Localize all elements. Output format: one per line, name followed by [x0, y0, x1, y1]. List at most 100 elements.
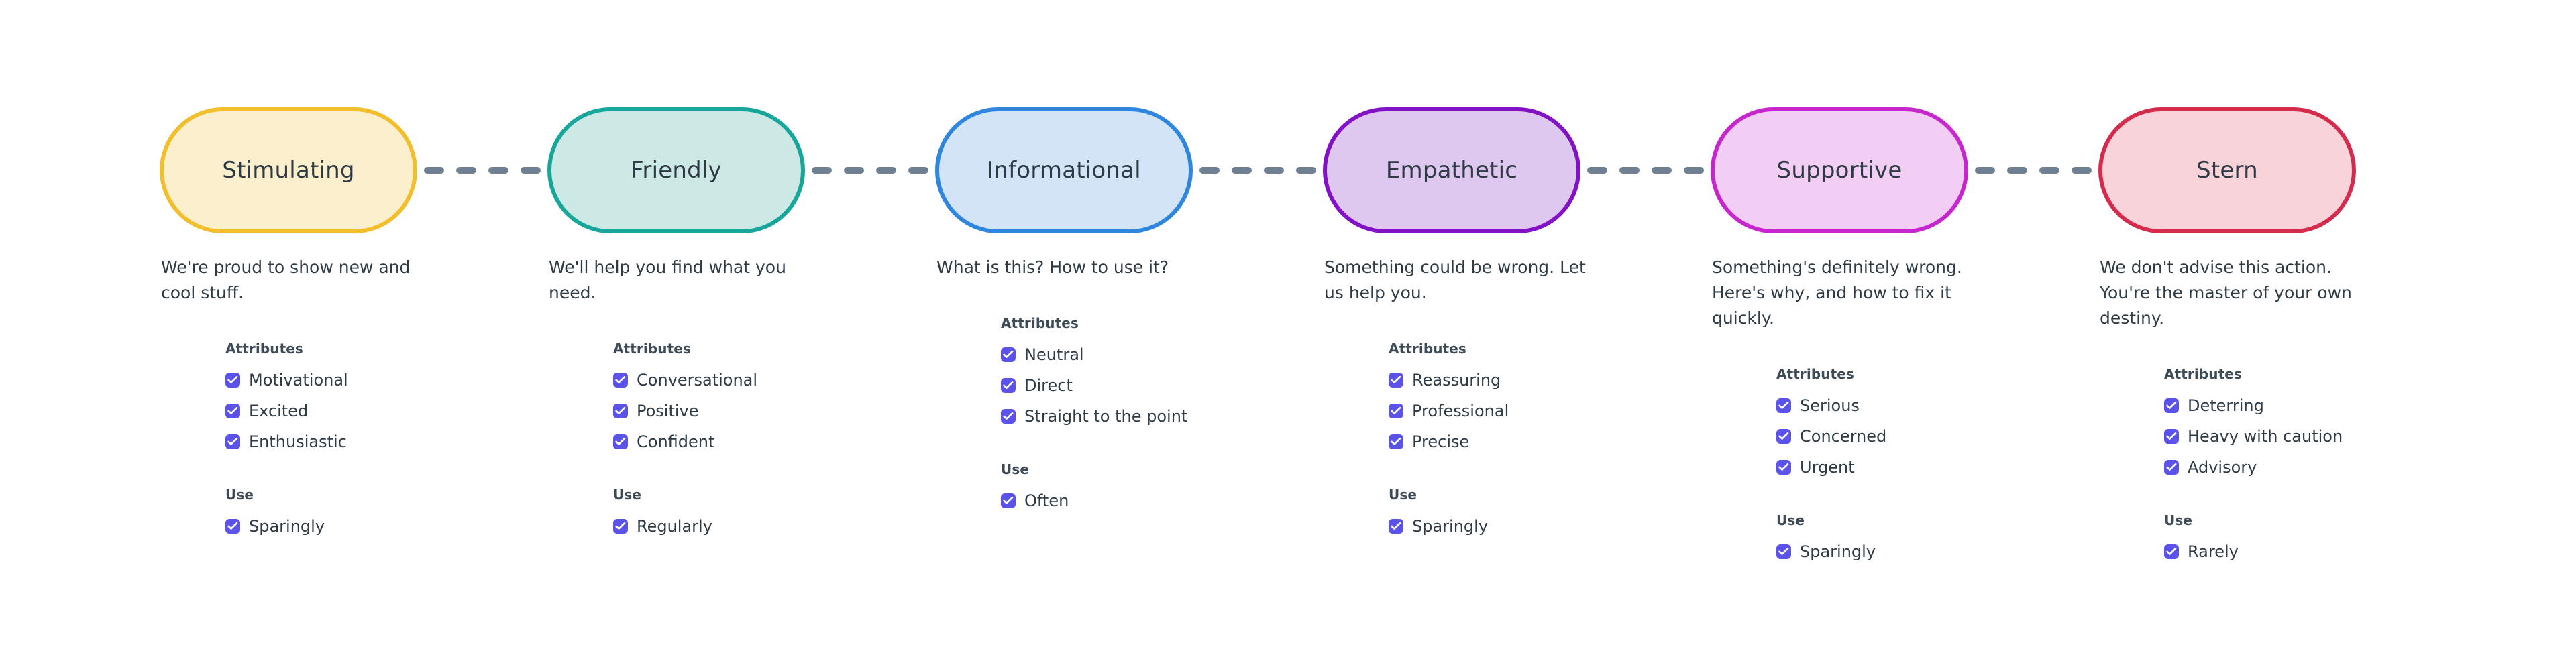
tone-pill[interactable]: Stimulating	[160, 107, 417, 233]
attribute-checkbox-row[interactable]: Direct	[1001, 370, 1297, 401]
checkmark-icon[interactable]	[2164, 460, 2179, 475]
use-checkbox-row[interactable]: Sparingly	[1776, 536, 2073, 567]
attribute-checkbox-row[interactable]: Conversational	[613, 365, 910, 396]
checkmark-icon[interactable]	[1776, 398, 1791, 413]
checkbox-label: Excited	[249, 402, 309, 420]
attribute-checkbox-row[interactable]: Motivational	[225, 365, 522, 396]
attributes-heading: Attributes	[225, 341, 303, 357]
use-checkbox-row[interactable]: Sparingly	[225, 511, 522, 542]
checkmark-icon[interactable]	[2164, 544, 2179, 559]
connector-dash	[908, 167, 928, 174]
attribute-checkbox-row[interactable]: Precise	[1389, 426, 1685, 457]
checkmark-icon[interactable]	[1776, 429, 1791, 444]
checkmark-icon[interactable]	[1389, 434, 1403, 449]
attributes-heading: Attributes	[1776, 366, 1854, 382]
attribute-checkbox-row[interactable]: Urgent	[1776, 452, 2073, 483]
tone-pill-label: Friendly	[631, 157, 722, 184]
attribute-checkbox-row[interactable]: Professional	[1389, 396, 1685, 426]
checkmark-icon[interactable]	[613, 434, 628, 449]
attribute-checkbox-row[interactable]: Positive	[613, 396, 910, 426]
connector-dash	[2039, 167, 2059, 174]
connector-dash	[844, 167, 864, 174]
tone-pill[interactable]: Supportive	[1711, 107, 1968, 233]
attribute-checkbox-row[interactable]: Deterring	[2164, 390, 2461, 421]
checkmark-icon[interactable]	[613, 519, 628, 534]
tone-pill[interactable]: Stern	[2098, 107, 2356, 233]
tone-pill-label: Stimulating	[222, 157, 355, 184]
checkmark-icon[interactable]	[1776, 460, 1791, 475]
tone-pill[interactable]: Friendly	[547, 107, 805, 233]
dashed-line-connector-icon	[805, 107, 935, 233]
use-checkbox-row[interactable]: Sparingly	[1389, 511, 1685, 542]
tone-description: Something's definitely wrong. Here's why…	[1712, 257, 1962, 328]
attribute-checkbox-row[interactable]: Reassuring	[1389, 365, 1685, 396]
tone-description: We're proud to show new and cool stuff.	[161, 257, 411, 302]
checkbox-label: Direct	[1024, 376, 1073, 395]
tone-pill[interactable]: Informational	[935, 107, 1193, 233]
attributes-heading: Attributes	[613, 341, 691, 357]
connector-dash	[424, 167, 444, 174]
connector-dash	[876, 167, 896, 174]
checkmark-icon[interactable]	[1001, 409, 1016, 424]
connector-dash	[488, 167, 508, 174]
attribute-checkbox-row[interactable]: Enthusiastic	[225, 426, 522, 457]
checkmark-icon[interactable]	[225, 373, 240, 388]
use-heading: Use	[1776, 512, 1805, 528]
dashed-line-connector-icon	[417, 107, 547, 233]
tone-description: Something could be wrong. Let us help yo…	[1324, 257, 1586, 302]
attribute-checkbox-row[interactable]: Straight to the point	[1001, 401, 1297, 432]
attribute-checkbox-row[interactable]: Advisory	[2164, 452, 2461, 483]
checkmark-icon[interactable]	[225, 404, 240, 418]
checkbox-label: Precise	[1412, 432, 1470, 451]
connector-dash	[2007, 167, 2027, 174]
checkmark-icon[interactable]	[613, 373, 628, 388]
checkbox-label: Sparingly	[1412, 517, 1489, 536]
checkmark-icon[interactable]	[225, 434, 240, 449]
tone-detail-columns: We're proud to show new and cool stuff. A…	[0, 255, 2576, 567]
connector-dash	[1264, 167, 1284, 174]
connector-dash	[1652, 167, 1672, 174]
checkmark-icon[interactable]	[1389, 373, 1403, 388]
tone-pill[interactable]: Empathetic	[1323, 107, 1580, 233]
dashed-line-connector-icon	[1580, 107, 1711, 233]
checkmark-icon[interactable]	[1389, 519, 1403, 534]
use-heading: Use	[1389, 487, 1417, 503]
tone-description: We'll help you find what you need.	[549, 257, 786, 302]
checkmark-icon[interactable]	[1001, 347, 1016, 362]
checkmark-icon[interactable]	[225, 519, 240, 534]
checkmark-icon[interactable]	[2164, 398, 2179, 413]
attribute-checkbox-row[interactable]: Excited	[225, 396, 522, 426]
use-heading: Use	[1001, 461, 1030, 477]
checkbox-label: Often	[1024, 491, 1069, 510]
attribute-checkbox-row[interactable]: Heavy with caution	[2164, 421, 2461, 452]
checkmark-icon[interactable]	[2164, 429, 2179, 444]
connector-dash	[456, 167, 476, 174]
checkmark-icon[interactable]	[1776, 544, 1791, 559]
attribute-checkbox-row[interactable]: Confident	[613, 426, 910, 457]
use-checkbox-row[interactable]: Often	[1001, 485, 1297, 516]
connector-dash	[812, 167, 832, 174]
checkmark-icon[interactable]	[1001, 493, 1016, 508]
attribute-checkbox-row[interactable]: Serious	[1776, 390, 2073, 421]
tone-column: We're proud to show new and cool stuff. A…	[161, 255, 549, 567]
attribute-checkbox-row[interactable]: Concerned	[1776, 421, 2073, 452]
checkbox-label: Sparingly	[1800, 542, 1876, 561]
connector-dash	[1587, 167, 1607, 174]
use-checkbox-row[interactable]: Rarely	[2164, 536, 2461, 567]
use-heading: Use	[613, 487, 642, 503]
checkmark-icon[interactable]	[1001, 378, 1016, 393]
checkbox-label: Urgent	[1800, 458, 1855, 477]
attribute-checkbox-row[interactable]: Neutral	[1001, 339, 1297, 370]
checkmark-icon[interactable]	[1389, 404, 1403, 418]
checkmark-icon[interactable]	[613, 404, 628, 418]
checkbox-label: Heavy with caution	[2188, 427, 2343, 446]
use-checkbox-row[interactable]: Regularly	[613, 511, 910, 542]
